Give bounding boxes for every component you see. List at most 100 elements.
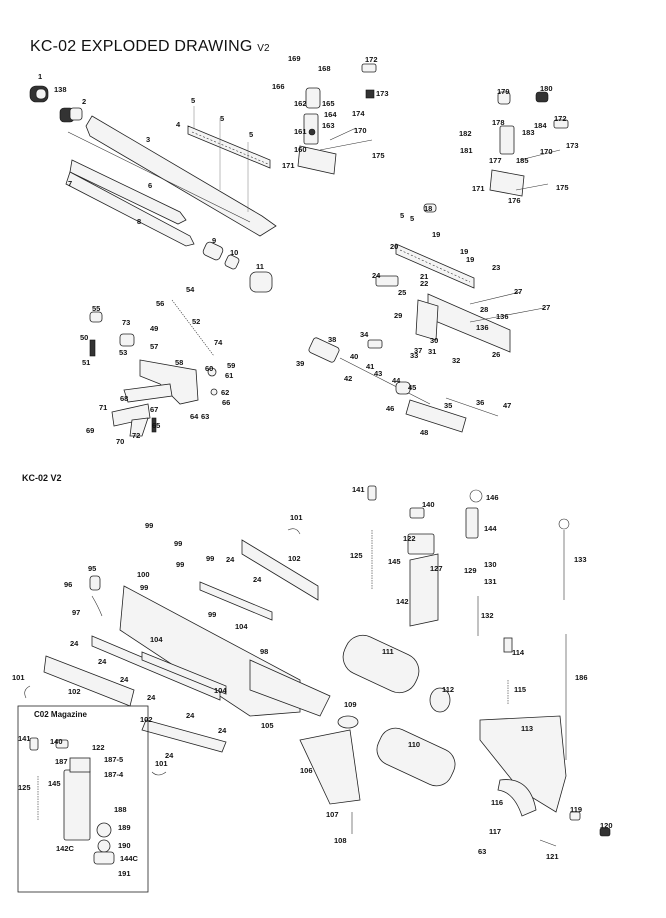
callouts_top-callout-64: 64 (190, 412, 199, 421)
callouts_bottom-callout-97: 97 (72, 608, 80, 617)
page-title: KC-02 EXPLODED DRAWING V2 (30, 38, 270, 56)
part-113-stock (479, 715, 567, 813)
callouts_top-callout-48: 48 (420, 428, 428, 437)
callouts_top-callout-24: 24 (372, 271, 381, 280)
callouts_top-callout-58: 58 (175, 358, 183, 367)
callouts_top-callout-55: 55 (92, 304, 100, 313)
callouts_bottom-callout-108: 108 (334, 836, 347, 845)
callouts_bottom-callout-101: 101 (12, 673, 25, 682)
callouts_bottom-callout-63: 63 (478, 847, 486, 856)
callouts_top-callout-183: 183 (522, 128, 535, 137)
callouts_inset-callout-141: 141 (18, 734, 31, 743)
callouts_bottom-callout-120: 120 (600, 821, 613, 830)
callouts_top-callout-22: 22 (420, 279, 428, 288)
callouts_top-callout-65: 65 (152, 421, 160, 430)
callouts_inset-callout-190: 190 (118, 841, 131, 850)
callouts_bottom-callout-99: 99 (140, 583, 148, 592)
callouts_bottom-callout-131: 131 (484, 577, 497, 586)
section-label-v2: KC-02 V2 (22, 473, 62, 483)
part-69 (129, 417, 149, 437)
part-104-rail-b (141, 651, 227, 695)
co2-magazine-inset (17, 705, 149, 893)
callouts_top-callout-37: 37 (414, 346, 422, 355)
callouts_top-callout-181: 181 (460, 146, 473, 155)
part-6-tube (69, 159, 187, 225)
callouts_top-callout-40: 40 (350, 352, 358, 361)
part-106-grip (299, 729, 361, 805)
callouts_top-callout-10: 10 (230, 248, 238, 257)
callouts_top-callout-5: 5 (191, 96, 195, 105)
callouts_top-callout-184: 184 (534, 121, 547, 130)
barrel-assembly-drawing (29, 85, 277, 293)
grip-and-tubes-drawing (299, 634, 456, 834)
rear-sight-drawing (297, 63, 377, 175)
part-160-base (297, 145, 337, 175)
callouts_bottom-callout-117: 117 (489, 827, 501, 836)
callouts_top-callout-46: 46 (386, 404, 394, 413)
callouts_bottom-callout-99: 99 (176, 560, 184, 569)
callouts_bottom-callout-95: 95 (88, 564, 96, 573)
callouts_bottom-callout-186: 186 (575, 673, 588, 682)
part-172 (361, 63, 377, 73)
callouts_top-callout-19: 19 (432, 230, 440, 239)
callouts_top-callout-168: 168 (318, 64, 331, 73)
callouts_bottom-callout-146: 146 (486, 493, 499, 502)
handguard-drawing (24, 528, 331, 776)
callouts_bottom-callout-107: 107 (326, 810, 339, 819)
callouts_bottom-callout-24: 24 (226, 555, 235, 564)
callouts_bottom-callout-24: 24 (70, 639, 79, 648)
title-text: KC-02 EXPLODED DRAWING (30, 38, 253, 55)
callouts_top-callout-34: 34 (360, 330, 369, 339)
inset-label: C02 Magazine (34, 710, 87, 719)
part-66 (123, 383, 173, 403)
callouts_top-callout-163: 163 (322, 121, 335, 130)
callouts_bottom-callout-100: 100 (137, 570, 150, 579)
callouts_top-callout-162: 162 (294, 99, 307, 108)
trigger-group-drawing (89, 299, 218, 437)
part-10 (224, 254, 240, 270)
callouts_top-callout-160: 160 (294, 145, 307, 154)
callouts_bottom-callout-105: 105 (261, 721, 274, 730)
callouts_top-callout-31: 31 (428, 347, 436, 356)
callouts_inset-callout-142C: 142C (56, 844, 75, 853)
callouts_top-callout-138: 138 (54, 85, 67, 94)
callouts_top-callout-32: 32 (452, 356, 460, 365)
callouts_top-callout-174: 174 (352, 109, 365, 118)
callouts_top-callout-5: 5 (400, 211, 404, 220)
callouts_top-callout-175: 175 (372, 151, 385, 160)
callouts_top-callout-20: 20 (390, 242, 398, 251)
callouts_top-callout-74: 74 (214, 338, 223, 347)
callouts_bottom-callout-106: 106 (300, 766, 313, 775)
callouts_top-callout-36: 36 (476, 398, 484, 407)
part-11 (249, 271, 273, 293)
callouts_bottom-callout-24: 24 (165, 751, 174, 760)
callouts_top-callout-51: 51 (82, 358, 90, 367)
callouts_top-callout-177: 177 (489, 156, 502, 165)
callouts_top-callout-4: 4 (176, 120, 181, 129)
callouts_top-callout-25: 25 (398, 288, 406, 297)
callouts_top-callout-1: 1 (38, 72, 42, 81)
callouts_inset-callout-140: 140 (50, 737, 63, 746)
callouts_bottom-callout-140: 140 (422, 500, 435, 509)
callouts_bottom-callout-24: 24 (218, 726, 227, 735)
callouts_top-callout-54: 54 (186, 285, 195, 294)
callouts_bottom-callout-24: 24 (98, 657, 107, 666)
callouts_bottom-callout-132: 132 (481, 611, 494, 620)
part-109 (337, 715, 359, 729)
callouts_top-callout-178: 178 (492, 118, 505, 127)
callouts_top-callout-62: 62 (221, 388, 229, 397)
callouts_top-callout-60: 60 (205, 364, 213, 373)
callouts_top-callout-175: 175 (556, 183, 569, 192)
callouts_top-callout-3: 3 (146, 135, 150, 144)
callouts_bottom-callout-145: 145 (388, 557, 401, 566)
callouts_top-callout-71: 71 (99, 403, 107, 412)
callouts_top-callout-44: 44 (392, 376, 401, 385)
callouts_inset-callout-188: 188 (114, 805, 127, 814)
callouts_bottom-callout-113: 113 (521, 724, 533, 733)
callouts_bottom-callout-142: 142 (396, 597, 409, 606)
callouts_top-callout-27: 27 (514, 287, 522, 296)
callouts_top-callout-23: 23 (492, 263, 500, 272)
callouts_top-callout-33: 33 (410, 351, 418, 360)
callouts_bottom-callout-24: 24 (147, 693, 156, 702)
